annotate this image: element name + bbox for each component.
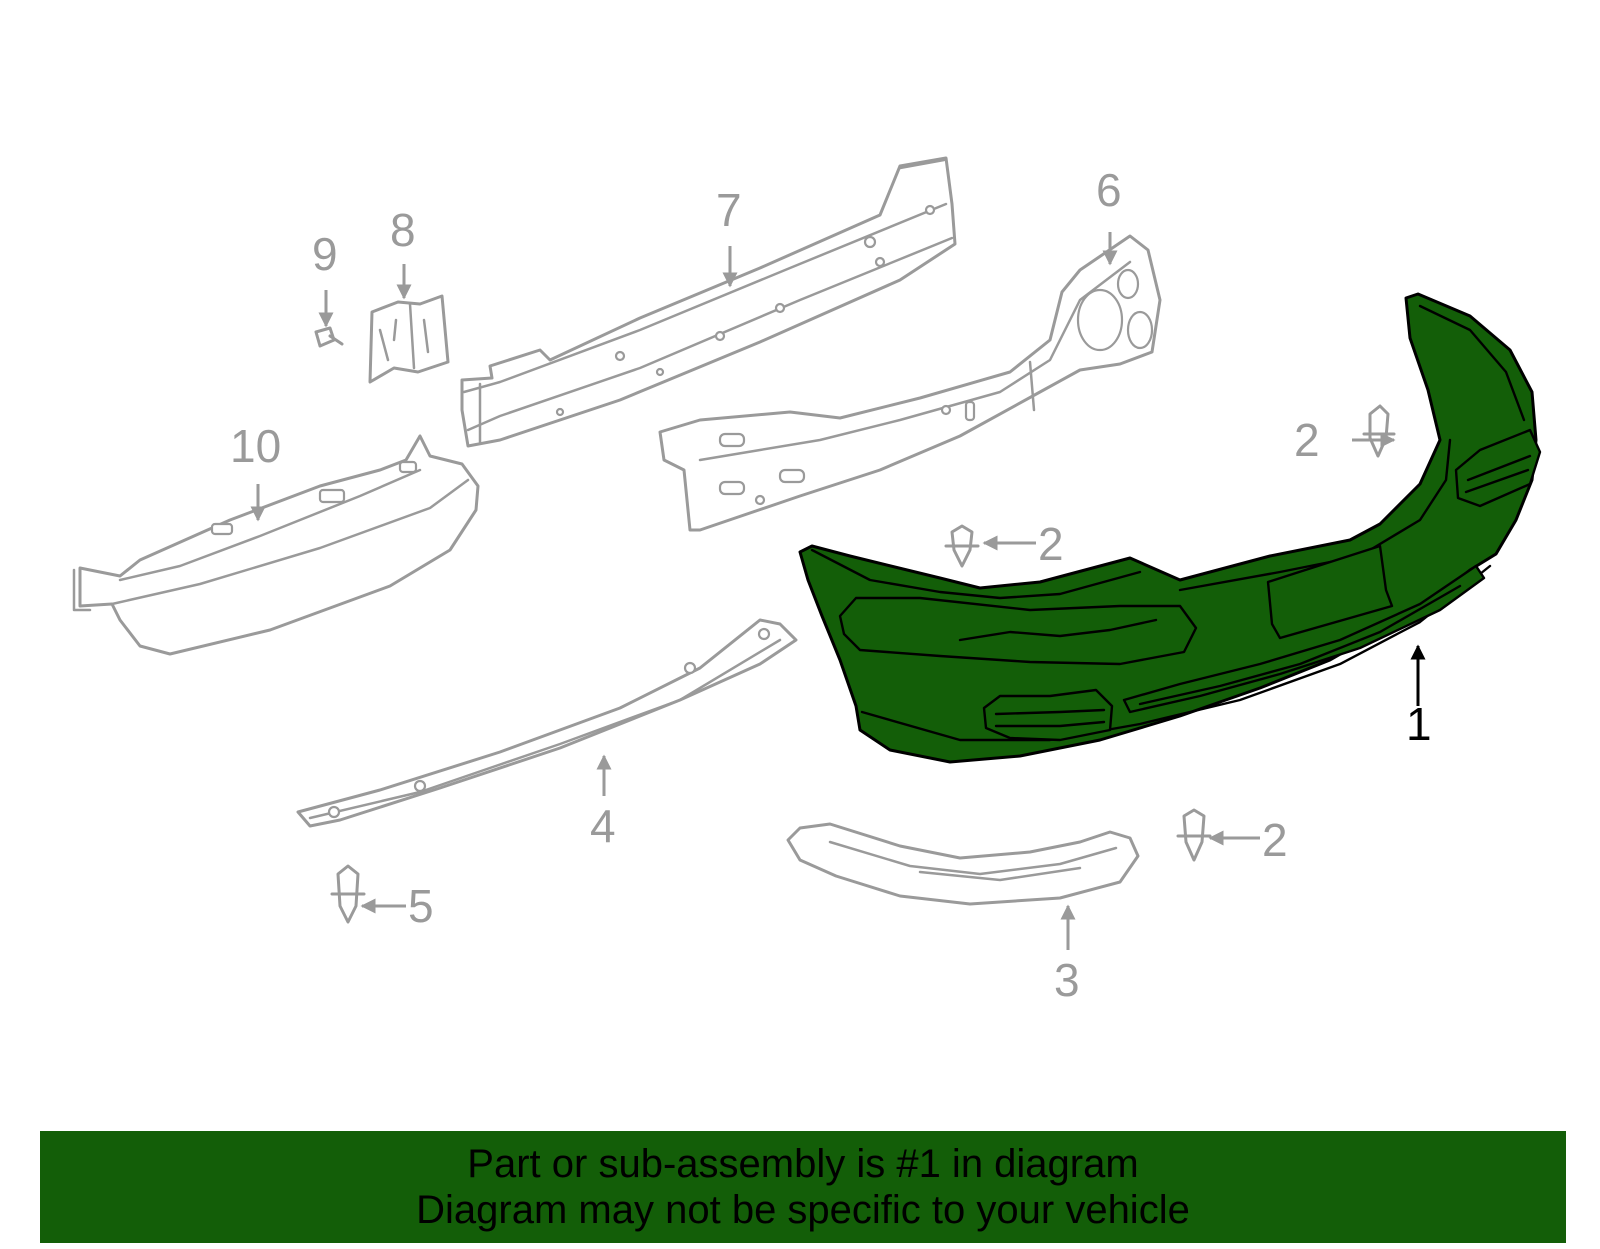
callout-2-right[interactable]: 2: [1294, 414, 1320, 466]
part-6-absorber[interactable]: [658, 234, 1162, 532]
part-2-clip-c[interactable]: [1176, 808, 1212, 862]
leader-lines: [250, 232, 1426, 950]
callout-5[interactable]: 5: [408, 880, 434, 932]
part-4-strip[interactable]: [296, 618, 798, 828]
part-2-clip-b[interactable]: [1362, 404, 1396, 458]
callout-3[interactable]: 3: [1054, 954, 1080, 1006]
callout-6[interactable]: 6: [1096, 164, 1122, 216]
callout-numbers: 1 2 2 2 3 4 5 6 7 8 9 10: [230, 164, 1432, 1006]
part-9-bolt[interactable]: [314, 326, 344, 348]
banner-line-disclaimer: Diagram may not be specific to your vehi…: [416, 1188, 1190, 1232]
callout-2-center[interactable]: 2: [1038, 518, 1064, 570]
callout-4[interactable]: 4: [590, 800, 616, 852]
callout-2-lower[interactable]: 2: [1262, 814, 1288, 866]
banner-line-part: Part or sub-assembly is #1 in diagram: [467, 1142, 1139, 1186]
part-8-bracket[interactable]: [368, 294, 450, 384]
part-3-reflector[interactable]: [786, 822, 1140, 906]
part-5-push-pin[interactable]: [330, 864, 366, 924]
callout-10[interactable]: 10: [230, 420, 281, 472]
callout-9[interactable]: 9: [312, 228, 338, 280]
callout-8[interactable]: 8: [390, 204, 416, 256]
part-2-clip-a[interactable]: [944, 524, 980, 568]
part-1-bumper-cover[interactable]: [798, 292, 1542, 764]
callout-7[interactable]: 7: [716, 184, 742, 236]
callout-1[interactable]: 1: [1406, 698, 1432, 750]
part-7-reinforcement[interactable]: [460, 156, 957, 448]
info-banner: Part or sub-assembly is #1 in diagram Di…: [40, 1131, 1566, 1243]
